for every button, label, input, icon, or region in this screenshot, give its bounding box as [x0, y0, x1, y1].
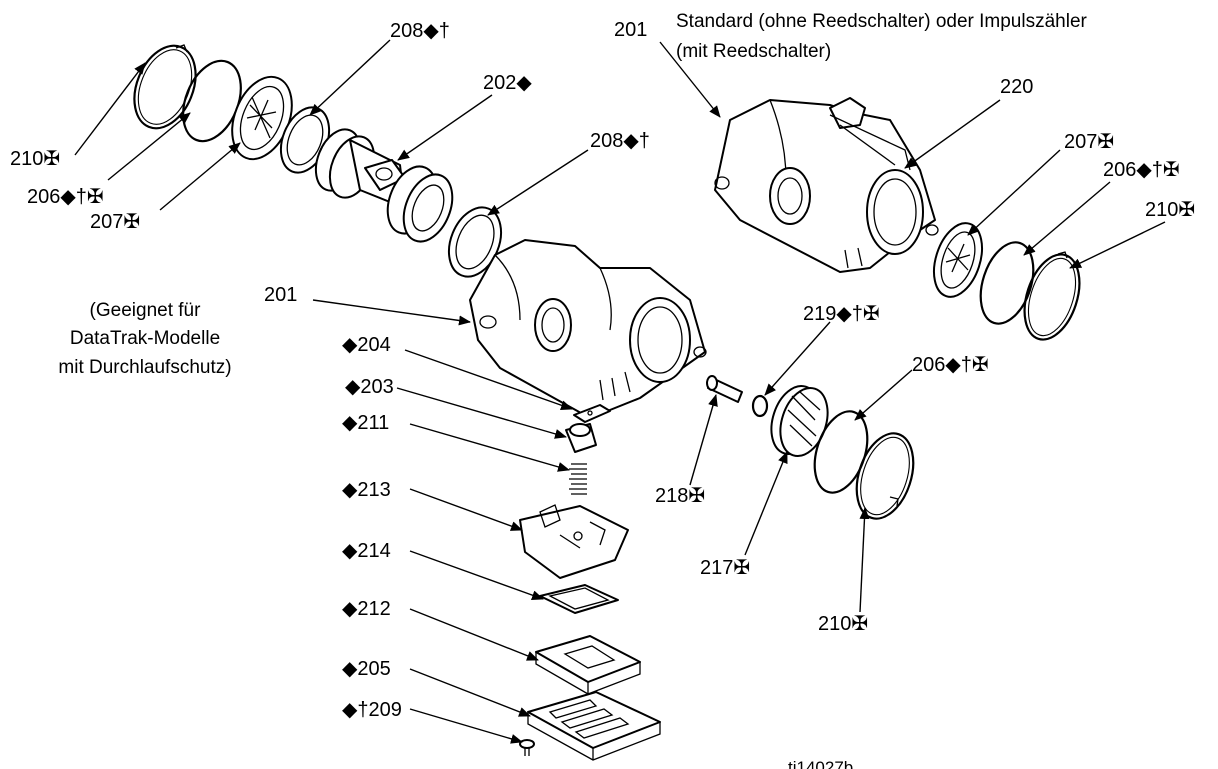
- label-208-mid: 208◆†: [590, 130, 650, 152]
- end-cap-207-right: [933, 222, 983, 298]
- retaining-ring-210-right: [1023, 251, 1081, 341]
- label-217: 217✠: [700, 557, 750, 579]
- label-203: ◆203: [345, 376, 394, 398]
- shaft-218: [706, 375, 743, 403]
- label-211: ◆211: [342, 412, 389, 434]
- gasket-214: [539, 584, 619, 614]
- screw-209: [519, 739, 535, 756]
- label-207-right: 207✠: [1064, 131, 1114, 153]
- label-202: 202◆: [483, 72, 532, 94]
- label-204: ◆204: [342, 334, 391, 356]
- o-ring-219: [751, 394, 769, 418]
- label-208-top: 208◆†: [390, 20, 450, 42]
- label-210-right-top: 210✠: [1145, 199, 1195, 221]
- valve-203: [565, 423, 597, 453]
- plate-205: [527, 691, 661, 761]
- label-214: ◆214: [342, 540, 391, 562]
- spool-202: [314, 128, 454, 243]
- leader-lines: [74, 39, 1166, 744]
- housing-201-top: [714, 97, 939, 273]
- o-ring-206-right: [979, 241, 1035, 325]
- note-standard-line1: Standard (ohne Reedschalter) oder Impuls…: [676, 11, 1088, 32]
- note-suited-line3: mit Durchlaufschutz): [58, 357, 231, 378]
- note-suited-line1: (Geeignet für: [90, 300, 202, 321]
- housing-201-mid: [469, 239, 707, 419]
- retaining-ring-210-bottom: [855, 432, 915, 520]
- note-suited-line2: DataTrak-Modelle: [70, 328, 220, 349]
- label-220: 220: [1000, 76, 1033, 98]
- label-219: 219◆†✠: [803, 303, 880, 325]
- spring-211: [569, 463, 587, 495]
- label-206-lower: 206◆†✠: [912, 354, 989, 376]
- label-210-bottom: 210✠: [818, 613, 868, 635]
- label-206-left: 206◆†✠: [27, 186, 104, 208]
- label-206-right: 206◆†✠: [1103, 159, 1180, 181]
- label-210-left: 210✠: [10, 148, 60, 170]
- label-212: ◆212: [342, 598, 391, 620]
- seal-208-top: [279, 106, 331, 174]
- retaining-ring-210-left: [133, 44, 197, 130]
- figure-id: ti14027b: [788, 758, 853, 769]
- impeller-217: [770, 385, 829, 457]
- label-213: ◆213: [342, 479, 391, 501]
- label-218: 218✠: [655, 485, 705, 507]
- note-standard-line2: (mit Reedschalter): [676, 41, 831, 62]
- label-205: ◆205: [342, 658, 391, 680]
- label-209: ◆†209: [342, 699, 402, 721]
- link-204: [573, 404, 611, 423]
- adapter-212: [535, 635, 641, 695]
- valve-body-213: [519, 504, 629, 579]
- label-201-mid: 201: [264, 284, 297, 306]
- label-201-top: 201: [614, 19, 647, 41]
- label-207-left: 207✠: [90, 211, 140, 233]
